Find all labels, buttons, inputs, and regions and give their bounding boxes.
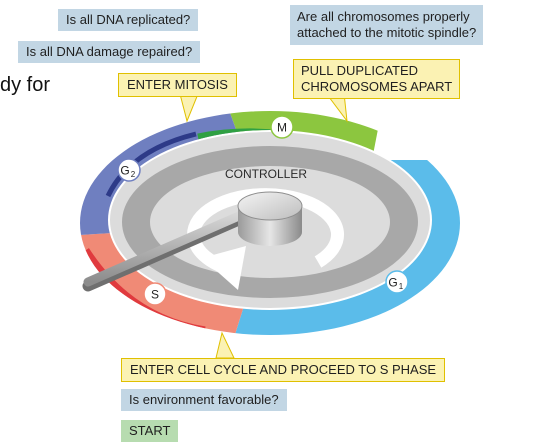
controller-knob-top — [237, 191, 303, 221]
controller-handle — [83, 207, 253, 287]
pull-chromosomes-apart-label: PULL DUPLICATED CHROMOSOMES APART — [293, 59, 461, 99]
chromosome-question-line-1: Are all chromosomes properly — [297, 9, 470, 24]
g1-phase-badge: G 1 — [385, 270, 409, 294]
g1-phase-label: G — [388, 276, 397, 290]
enter-mitosis-pointer — [179, 93, 199, 123]
m-phase-label: M — [277, 121, 287, 135]
g1-phase-subscript: 1 — [399, 282, 404, 291]
chromosome-question-line-2: attached to the mitotic spindle? — [297, 25, 477, 40]
enter-cell-cycle-label: ENTER CELL CYCLE AND PROCEED TO S PHASE — [121, 358, 446, 382]
s-phase-badge: S — [143, 282, 167, 306]
environment-favorable-question: Is environment favorable? — [121, 389, 287, 411]
controller-label: CONTROLLER — [225, 167, 307, 181]
s-phase-label: S — [151, 288, 159, 302]
enter-mitosis-label: ENTER MITOSIS — [118, 73, 237, 97]
cropped-text-fragment: dy for — [0, 74, 51, 96]
g2-phase-label: G — [120, 164, 129, 178]
controller-arrow-head — [202, 246, 246, 290]
g2-phase-subscript: 2 — [131, 170, 136, 179]
start-checkpoint-label: START — [121, 420, 179, 442]
g2-phase-badge: G 2 — [117, 158, 141, 182]
pull-apart-line-1: PULL DUPLICATED — [301, 63, 419, 78]
m-phase-badge: M — [270, 115, 294, 139]
pull-apart-line-2: CHROMOSOMES APART — [301, 79, 453, 94]
dna-damage-question: Is all DNA damage repaired? — [18, 41, 201, 63]
dna-replicated-question: Is all DNA replicated? — [58, 9, 199, 31]
chromosome-attachment-question: Are all chromosomes properly attached to… — [290, 5, 484, 45]
enter-cell-cycle-pointer — [215, 331, 235, 359]
g2-phase-rim — [105, 131, 197, 198]
